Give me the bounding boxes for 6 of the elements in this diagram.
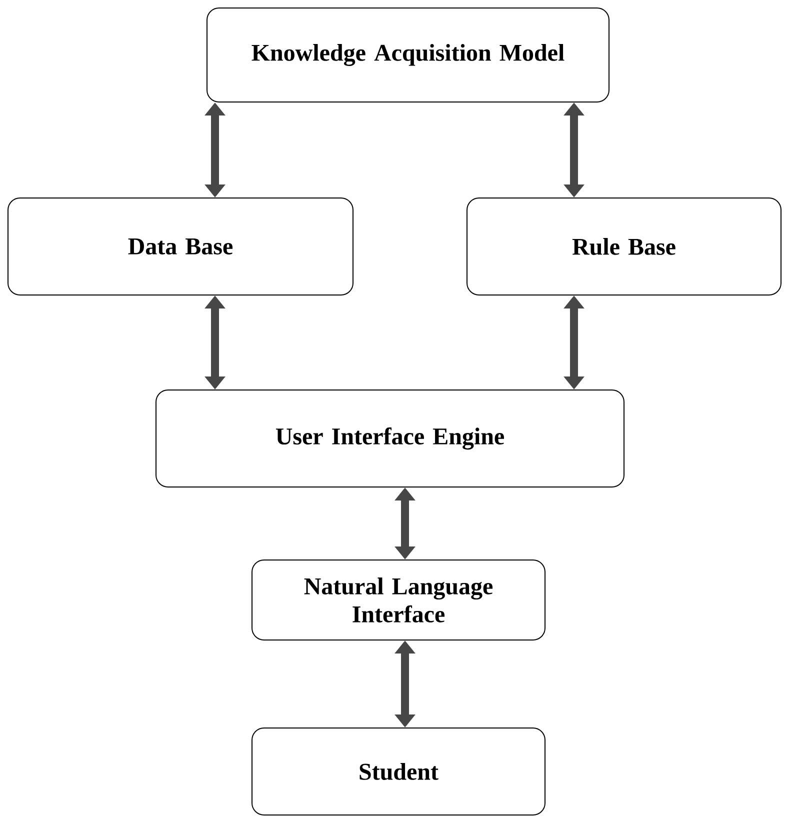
process-box: Natural Language Interface xyxy=(252,560,546,640)
process-box: Knowledge Acquisition Model xyxy=(206,8,610,102)
process-box: Rule Base xyxy=(466,198,782,296)
process-box: Data Base xyxy=(8,198,354,296)
process-box: User Interface Engine xyxy=(156,390,624,488)
process-box: Student xyxy=(252,728,546,816)
